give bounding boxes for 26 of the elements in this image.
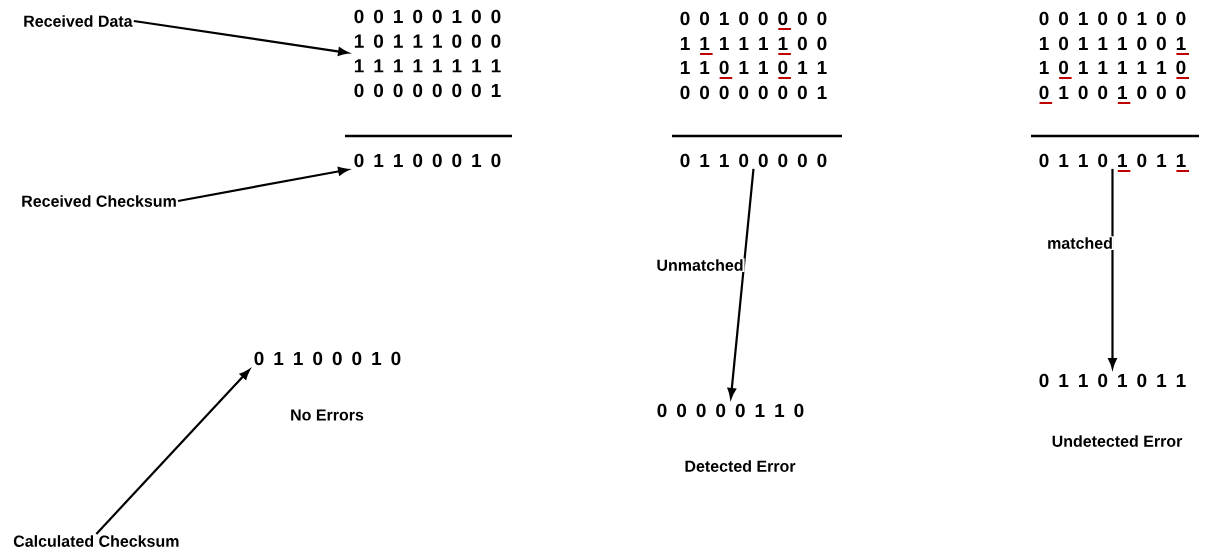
callout-text: Calculated Checksum xyxy=(13,535,179,547)
binary-value: 0 0 0 0 0 0 0 1 xyxy=(680,85,827,100)
result-caption: Detected Error xyxy=(685,460,796,472)
callout-text: Received Checksum xyxy=(22,195,176,207)
edge-label: matched xyxy=(1046,236,1114,250)
arrow xyxy=(95,369,250,535)
result-caption: Undetected Error xyxy=(1052,435,1183,447)
binary-value: 0 1 1 0 1 0 1 1 xyxy=(1039,153,1186,168)
binary-value: 0 1 1 0 1 0 1 1 xyxy=(1039,373,1186,388)
binary-value: 0 1 1 0 0 0 1 0 xyxy=(354,153,501,168)
binary-value: 1 1 0 1 1 0 1 1 xyxy=(680,60,827,75)
arrow xyxy=(133,19,349,56)
binary-value: 1 0 1 1 1 1 1 0 xyxy=(1039,60,1186,75)
binary-value: 0 1 0 0 1 0 0 0 xyxy=(1039,85,1186,100)
binary-value: 1 0 1 1 1 0 0 1 xyxy=(1039,36,1186,51)
edge-label: Unmatched xyxy=(655,258,745,272)
arrow xyxy=(177,167,349,203)
binary-value: 0 0 0 0 0 1 1 0 xyxy=(657,403,804,418)
binary-value: 0 0 1 0 0 0 0 0 xyxy=(680,11,827,26)
data-words: 0 0 1 0 0 1 0 0 1 0 1 1 1 0 0 0 1 1 1 1 1 1 1 1 0 0 0 0 0 0 0 1 xyxy=(354,9,501,98)
binary-value: 0 0 1 0 0 1 0 0 xyxy=(1039,11,1186,26)
result-caption: No Errors xyxy=(291,409,364,421)
binary-value: 1 1 1 1 1 1 0 0 xyxy=(680,36,827,51)
callout-text: Received Data xyxy=(24,15,133,27)
binary-value: 0 1 1 0 0 0 1 0 xyxy=(254,351,401,366)
binary-value: 0 1 1 0 0 0 0 0 xyxy=(680,153,827,168)
